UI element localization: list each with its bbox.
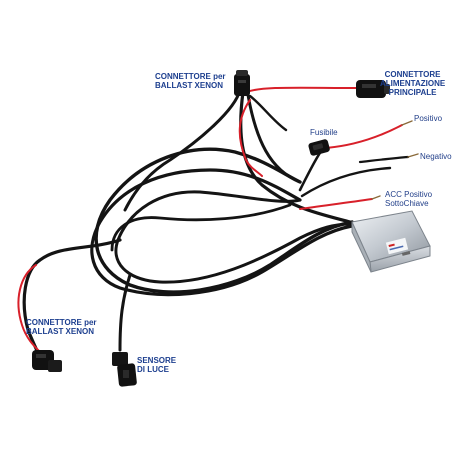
label-negativo: Negativo xyxy=(420,152,452,161)
label-line: SENSORE xyxy=(137,356,177,365)
power-connector xyxy=(356,80,390,98)
label-line: ACC Positivo xyxy=(385,190,433,199)
red-wires xyxy=(17,86,403,353)
light-sensor xyxy=(112,352,137,387)
label-line: CONNETTORE xyxy=(384,70,441,79)
label-fusibile: Fusibile xyxy=(310,128,338,137)
label-acc-positivo: ACC Positivo SottoChiave xyxy=(385,190,432,208)
label-connettore-left: CONNETTORE per BALLAST XENON xyxy=(26,318,97,336)
label-positivo: Positivo xyxy=(414,114,442,123)
label-line: DI LUCE xyxy=(137,365,169,374)
lead-wires xyxy=(358,120,419,200)
label-line: Negativo xyxy=(420,152,452,161)
label-line: CONNETTORE per xyxy=(26,318,97,327)
label-connettore-top: CONNETTORE per BALLAST XENON xyxy=(155,72,226,90)
ballast-connector-left xyxy=(32,350,62,372)
label-sensore-di-luce: SENSORE DI LUCE xyxy=(137,356,176,374)
ballast-connector-top xyxy=(234,70,250,96)
label-line: BALLAST XENON xyxy=(26,327,94,336)
relay-box xyxy=(351,210,431,273)
label-line: Positivo xyxy=(414,114,443,123)
label-line: BALLAST XENON xyxy=(155,81,223,90)
label-line: PRINCIPALE xyxy=(388,88,437,97)
label-line: ALIMENTAZIONE xyxy=(380,79,446,88)
fuse-holder xyxy=(308,139,330,156)
label-line: CONNETTORE per xyxy=(155,72,226,81)
label-line: Fusibile xyxy=(310,128,338,137)
label-line: SottoChiave xyxy=(385,199,429,208)
label-connettore-alimentazione: CONNETTORE ALIMENTAZIONE PRINCIPALE xyxy=(380,70,445,97)
black-cable-bundle xyxy=(22,88,392,360)
